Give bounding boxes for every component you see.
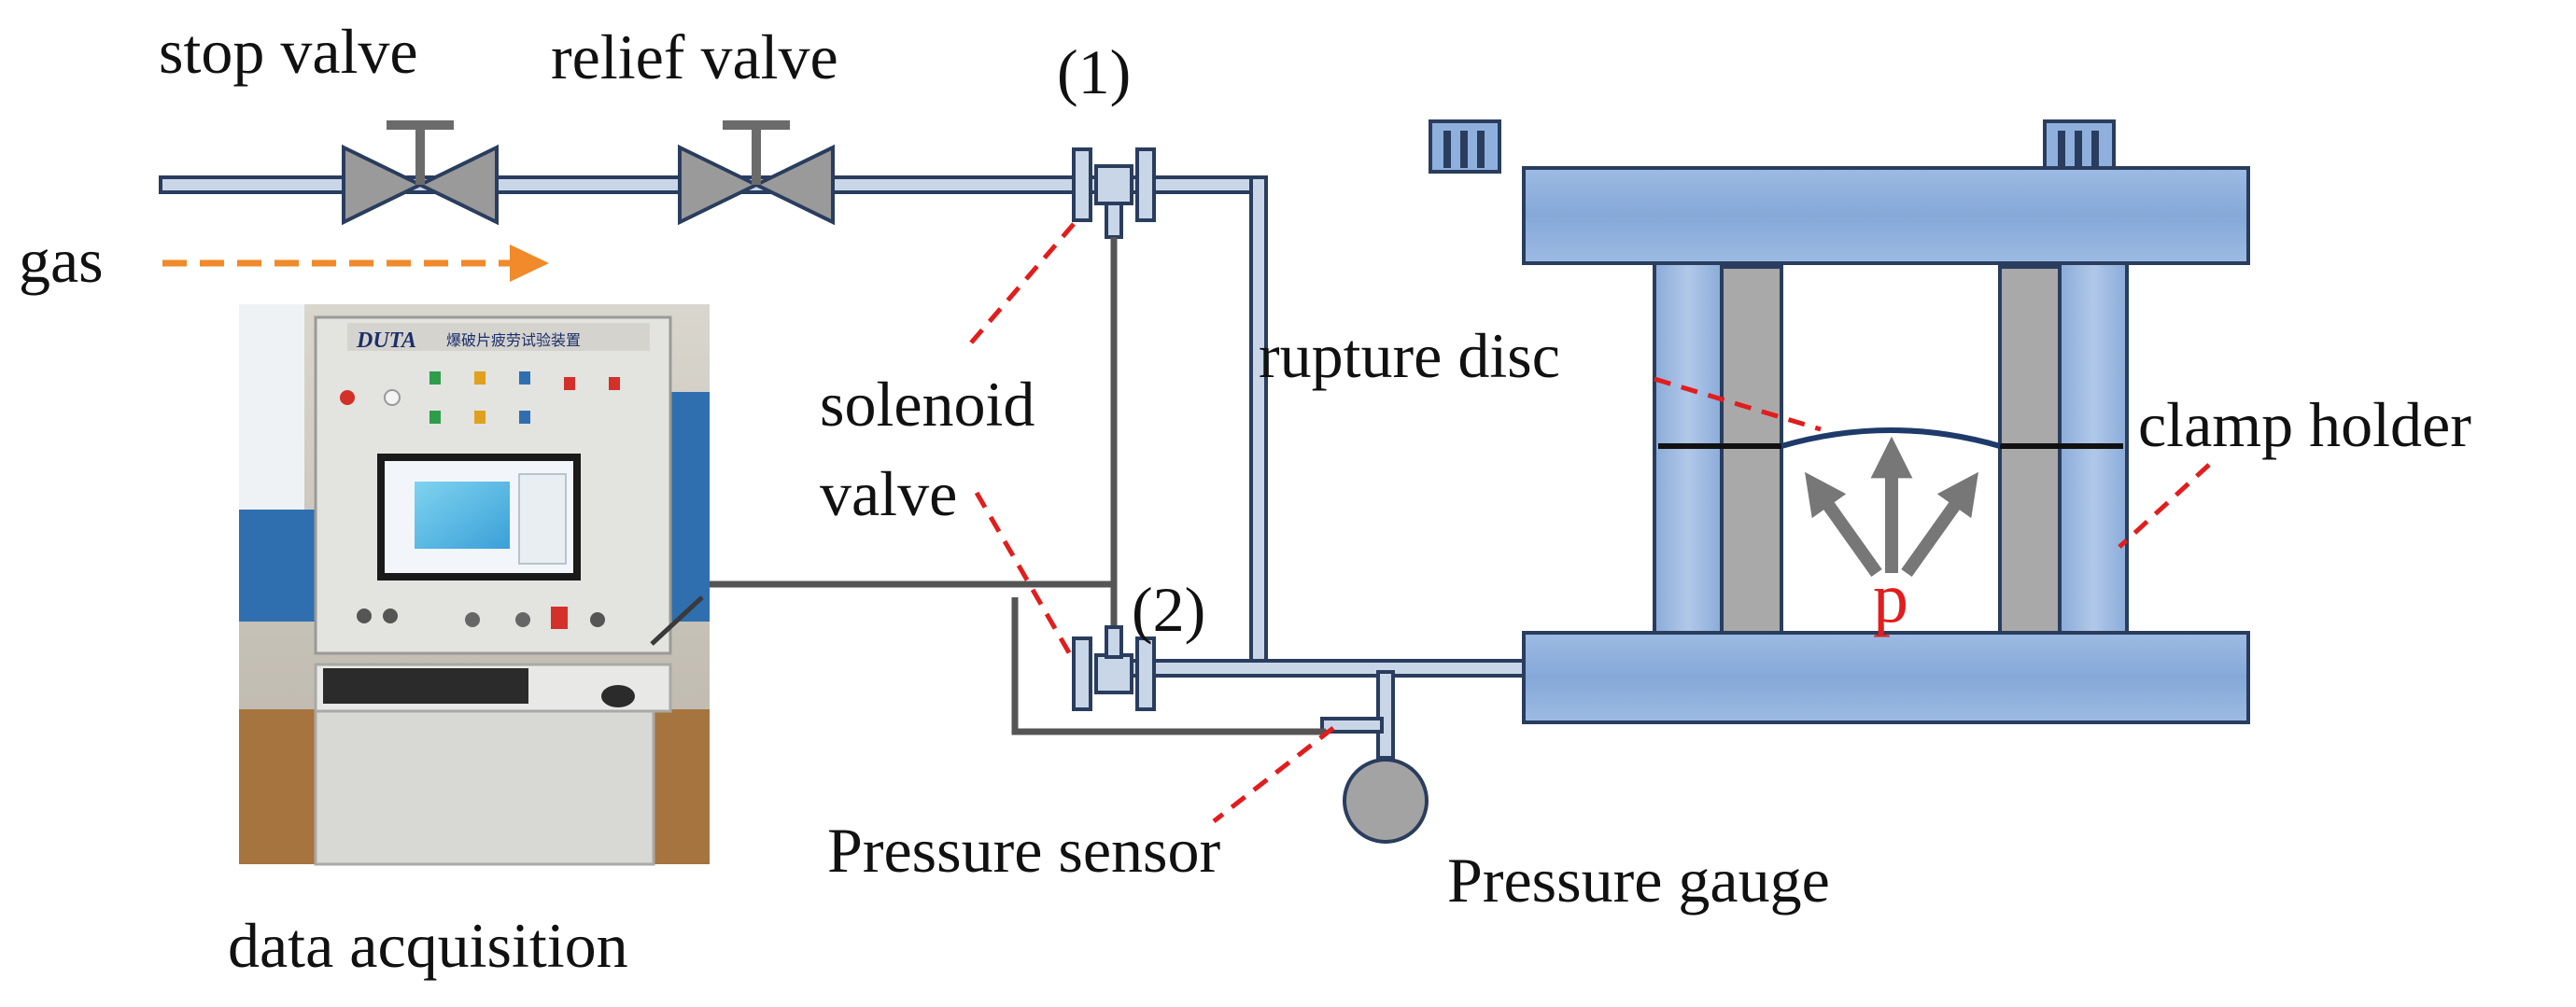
clamp-inner-column-left [1720, 265, 1783, 635]
lower-pipe [1105, 659, 1529, 678]
top-bolt-left [1429, 119, 1501, 174]
stop-valve-left-wedge [342, 144, 425, 226]
photo-monitor-window [415, 482, 510, 549]
leader-solenoid-2 [974, 491, 1077, 663]
rupture-disc [1781, 427, 2001, 449]
label-stop-valve: stop valve [159, 16, 418, 87]
clamp-bottom-plate [1522, 631, 2250, 724]
relief-valve-left-wedge [678, 144, 761, 226]
label-data-acquisition: data acquisition [228, 910, 628, 981]
label-relief-valve: relief valve [551, 21, 838, 92]
leader-clamp-holder [2118, 463, 2211, 549]
cabinet-header [347, 323, 650, 351]
cabinet-caption: 爆破片疲劳试验装置 [446, 331, 581, 349]
label-port-1: (1) [1057, 36, 1131, 107]
leader-rupture-disc [1654, 376, 1822, 432]
flange-2-stub [1105, 625, 1123, 659]
clamp-holder [1429, 119, 2250, 724]
leader-solenoid-1 [965, 222, 1076, 349]
flange-2-right [1135, 636, 1156, 711]
label-rupture-disc: rupture disc [1259, 320, 1560, 391]
flange-2-body [1094, 653, 1133, 694]
wire-sensor [1011, 597, 1326, 735]
label-port-2: (2) [1132, 574, 1205, 645]
clamp-inner-column-right [1998, 265, 2062, 635]
gauge-branch-pipe [1376, 670, 1395, 760]
label-clamp-holder: clamp holder [2138, 389, 2471, 460]
pressure-arrow-right [1901, 471, 1978, 578]
stop-valve [342, 120, 499, 226]
label-solenoid: solenoid [820, 369, 1035, 440]
flange-1-left [1072, 147, 1092, 222]
label-gas: gas [19, 225, 104, 296]
leader-pressure-sensor [1212, 726, 1335, 823]
solenoid-valve-1 [1072, 147, 1156, 222]
photo-desk-base [314, 709, 655, 866]
photo-monitor-sidebar [518, 473, 567, 565]
data-acquisition-photo: DUTA 爆破片疲劳试验装置 [239, 304, 710, 866]
cabinet-brand: DUTA [356, 329, 416, 353]
flange-1-right [1135, 147, 1156, 222]
pressure-gauge [1343, 758, 1429, 844]
top-bolt-right [2043, 119, 2116, 174]
cabinet-buttons [357, 607, 605, 629]
pressure-arrows [1805, 436, 1978, 578]
photo-cable [650, 595, 704, 646]
relief-valve [678, 120, 835, 226]
relief-valve-right-wedge [752, 144, 835, 226]
photo-keyboard [323, 668, 528, 704]
flange-2-left [1072, 636, 1092, 711]
gas-flow-arrowhead [510, 245, 549, 282]
label-valve: valve [820, 458, 957, 529]
pressure-arrow-left [1805, 471, 1882, 578]
photo-mouse [601, 685, 635, 707]
photo-window [239, 304, 304, 510]
label-pressure-gauge: Pressure gauge [1447, 845, 1830, 916]
solenoid-valve-2 [1072, 625, 1156, 711]
riser-pipe [1249, 175, 1268, 666]
indicator-lights [340, 371, 620, 424]
label-pressure-sensor: Pressure sensor [827, 815, 1221, 886]
leader-lines [965, 222, 2211, 823]
pressure-gauge-dial [1343, 758, 1429, 844]
gas-flow-arrow [162, 245, 549, 282]
signal-wires [702, 237, 1326, 735]
stop-valve-right-wedge [415, 144, 499, 226]
clamp-top-plate [1522, 166, 2250, 265]
label-pressure-symbol: p [1873, 559, 1908, 637]
flange-1-body [1094, 164, 1133, 205]
sensor-stub-pipe [1320, 717, 1384, 734]
